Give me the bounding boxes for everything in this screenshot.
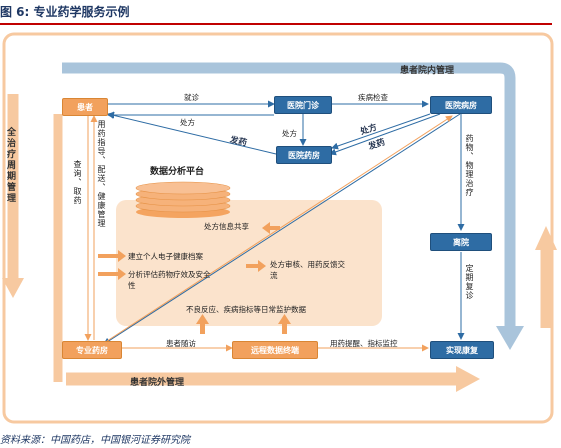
inpatient-band (62, 62, 516, 328)
figure-source: 资料来源：中国药店，中国银河证券研究院 (0, 435, 190, 446)
edge-label-guidance: 用药指导、配送、健康管理 (97, 120, 106, 228)
outer-frame (2, 32, 554, 424)
platform-item-record: 建立个人电子健康档案 (128, 252, 203, 261)
edge-label-reminder: 用药提醒、指标监控 (330, 339, 398, 348)
inpatient-band-arrowhead (496, 326, 524, 350)
edge-label-query: 查询、取药 (73, 160, 82, 205)
node-ward: 医院病房 (430, 96, 492, 114)
edge-label-rx2: 处方 (282, 129, 297, 138)
blue-edges (103, 100, 465, 345)
right-orange-arrowhead (535, 226, 557, 250)
diagram-graphics (2, 32, 557, 424)
node-discharge: 离院 (430, 233, 492, 251)
edge-label-followup: 定期复诊 (465, 264, 474, 300)
node-patient: 患者 (62, 98, 108, 116)
inpatient-band-label: 患者院内管理 (400, 66, 455, 76)
node-clinic: 医院门诊 (274, 96, 332, 114)
edge-label-treatment: 药物、物理治疗 (465, 134, 474, 197)
node-recovery: 实现康复 (430, 341, 494, 359)
edge-label-visit: 就诊 (184, 93, 199, 102)
platform-item-review: 处方审核、用药反馈交流 (270, 260, 345, 280)
full-cycle-band-arrowhead (2, 278, 24, 298)
platform-title: 数据分析平台 (150, 167, 205, 177)
database-stack (135, 181, 231, 218)
edge-label-exam: 疾病检查 (358, 93, 388, 102)
platform-item-evaluate: 分析评估药物疗效及安全性 (128, 270, 211, 290)
platform-arrows (98, 222, 291, 334)
outpatient-band-label: 患者院外管理 (130, 378, 185, 388)
node-remote-terminal: 远程数据终端 (232, 341, 318, 359)
node-pro-pharmacy: 专业药房 (62, 341, 122, 359)
platform-item-share: 处方信息共享 (204, 222, 249, 231)
platform-panel (116, 200, 382, 326)
edge-label-rx1: 处方 (180, 118, 195, 127)
figure-title: 图 6: 专业药学服务示例 (0, 5, 130, 19)
title-rule (0, 23, 552, 25)
platform-item-monitor: 不良反应、疾病指标等日常监护数据 (186, 305, 306, 314)
orange-edges (84, 114, 453, 352)
node-hospital-pharmacy: 医院药房 (276, 146, 332, 164)
full-cycle-band-label: 全治疗周期管理 (5, 127, 15, 204)
edge-label-patient-followup: 患者随访 (166, 339, 196, 348)
pharmacy-service-diagram: 患者院内管理 患者院外管理 全治疗周期管理 患者 医院门诊 医院病房 医院药房 … (0, 32, 561, 427)
outpatient-band-arrowhead (456, 366, 480, 392)
